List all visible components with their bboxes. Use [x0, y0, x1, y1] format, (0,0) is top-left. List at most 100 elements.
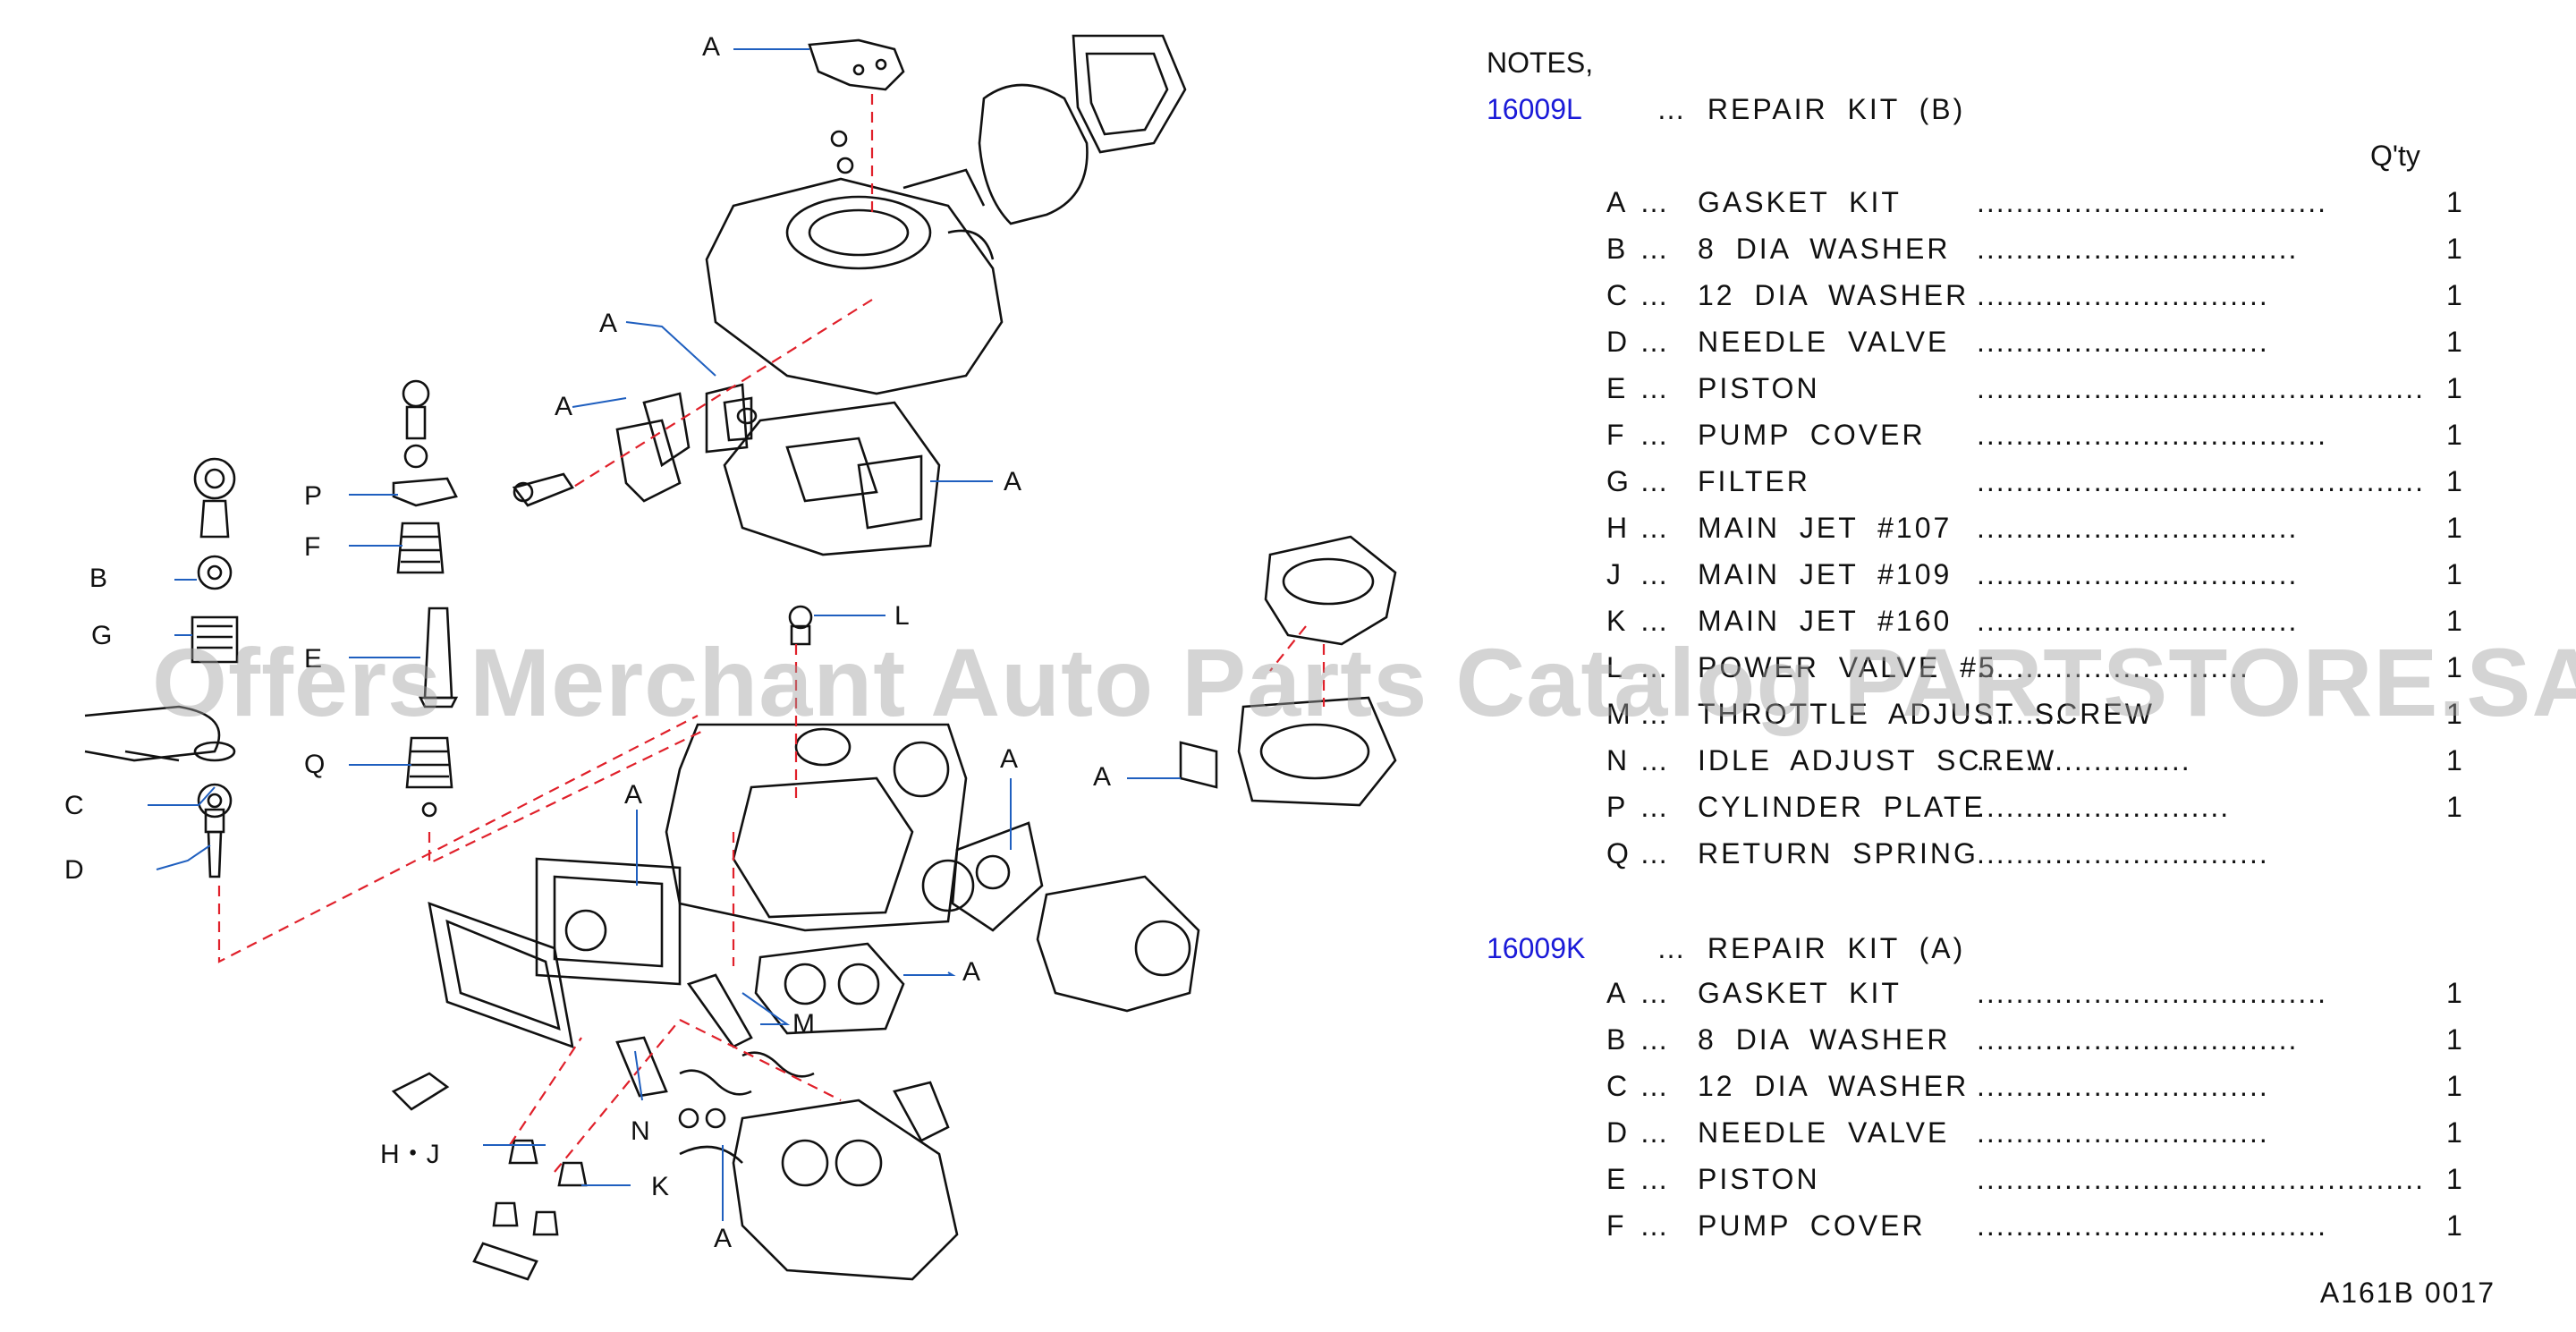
screw-shape	[512, 472, 574, 507]
list-item: E…PISTON................................…	[1476, 370, 2513, 406]
exploded-parts-diagram: A A A A A A A A A B C D E F G H・J K L M …	[64, 32, 1397, 1281]
item-letter: K	[1606, 605, 1626, 637]
list-item: B…8 DIA WASHER..........................…	[1476, 1022, 2513, 1057]
item-ellipsis: …	[1640, 837, 1668, 870]
kit-header-b: 16009L … REPAIR KIT (B)	[1487, 91, 2470, 127]
item-dots: .................................	[1977, 512, 2299, 544]
item-name: IDLE ADJUST SCREW	[1698, 744, 2057, 776]
item-name: 8 DIA WASHER	[1698, 1023, 1951, 1056]
list-item: D…NEEDLE VALVE..........................…	[1476, 1115, 2513, 1150]
side-gasket	[951, 821, 1044, 932]
item-ellipsis: …	[1640, 1023, 1668, 1056]
item-qty: 1	[2446, 419, 2462, 451]
item-name: FILTER	[1698, 465, 1810, 497]
item-name: MAIN JET #160	[1698, 605, 1953, 637]
item-ellipsis: …	[1640, 186, 1668, 218]
item-ellipsis: …	[1640, 1163, 1668, 1195]
spacer-gasket	[428, 902, 574, 1048]
idle-screw	[615, 1036, 668, 1098]
item-qty: 1	[2446, 651, 2462, 683]
label-a-center-gasket: A	[962, 957, 981, 987]
item-dots: ....................................	[1977, 186, 2328, 218]
accelerator-pump	[1036, 875, 1200, 1013]
item-qty: 1	[2446, 372, 2462, 404]
item-ellipsis: …	[1640, 698, 1668, 730]
throttle-screw	[686, 973, 753, 1048]
item-name: PUMP COVER	[1698, 419, 1926, 451]
item-letter: F	[1606, 1209, 1624, 1242]
item-name: THROTTLE ADJUST SCREW	[1698, 698, 2155, 730]
list-item: J…MAIN JET #109.........................…	[1476, 556, 2513, 592]
item-letter: E	[1606, 372, 1626, 404]
item-dots: ....................................	[1977, 977, 2328, 1009]
item-qty: 1	[2446, 1023, 2462, 1056]
item-letter: D	[1606, 1116, 1628, 1149]
item-letter: B	[1606, 233, 1626, 265]
item-ellipsis: …	[1640, 372, 1668, 404]
item-letter: C	[1606, 279, 1628, 311]
label-b: B	[89, 564, 108, 593]
list-item: M…THROTTLE ADJUST SCREW.........1	[1476, 696, 2513, 732]
needle-valve	[207, 830, 223, 878]
flange-gasket	[754, 942, 905, 1035]
label-e: E	[304, 644, 323, 674]
kit-title: … REPAIR KIT (A)	[1657, 932, 1966, 964]
item-name: 8 DIA WASHER	[1698, 233, 1951, 265]
item-letter: L	[1606, 651, 1623, 683]
item-dots: ..............................	[1977, 1070, 2269, 1102]
item-letter: J	[1606, 558, 1621, 590]
item-ellipsis: …	[1640, 558, 1668, 590]
item-letter: G	[1606, 465, 1629, 497]
item-ellipsis: …	[1640, 1070, 1668, 1102]
kit-code-link[interactable]: 16009K	[1487, 932, 1586, 964]
item-letter: M	[1606, 698, 1631, 730]
item-ellipsis: …	[1640, 279, 1668, 311]
item-qty: 1	[2446, 465, 2462, 497]
item-qty: 1	[2446, 279, 2462, 311]
item-ellipsis: …	[1640, 1116, 1668, 1149]
item-dots: ..............................	[1977, 837, 2269, 870]
item-ellipsis: …	[1640, 791, 1668, 823]
item-name: GASKET KIT	[1698, 186, 1902, 218]
item-letter: Q	[1606, 837, 1629, 870]
item-ellipsis: …	[1640, 605, 1668, 637]
carburetor-main-body	[665, 723, 968, 932]
item-dots: ......................	[1977, 744, 2191, 776]
label-a-diaphragm: A	[1000, 744, 1019, 774]
item-dots: ....................................	[1977, 419, 2328, 451]
label-k: K	[651, 1172, 670, 1201]
item-dots: ..........................	[1977, 791, 2231, 823]
item-qty: 1	[2446, 512, 2462, 544]
list-item: D…NEEDLE VALVE..........................…	[1476, 324, 2513, 360]
item-qty: 1	[2446, 558, 2462, 590]
notes-heading: NOTES,	[1487, 47, 1594, 79]
item-name: MAIN JET #109	[1698, 558, 1953, 590]
item-qty: 1	[2446, 1116, 2462, 1149]
label-c: C	[64, 791, 84, 820]
list-item: C…12 DIA WASHER.........................…	[1476, 277, 2513, 313]
diaphragm-housing	[1237, 696, 1397, 807]
item-qty: 1	[2446, 744, 2462, 776]
list-item: Q…RETURN SPRING.........................…	[1476, 836, 2513, 871]
list-item: A…GASKET KIT............................…	[1476, 184, 2513, 220]
label-a-center: A	[624, 780, 643, 810]
item-letter: D	[1606, 326, 1628, 358]
label-a-bottom: A	[714, 1224, 733, 1253]
kit-code-link[interactable]: 16009L	[1487, 93, 1582, 125]
label-a-right-gasket: A	[1004, 467, 1022, 496]
item-dots: ............................	[1977, 651, 2250, 683]
item-dots: .................................	[1977, 605, 2299, 637]
item-name: 12 DIA WASHER	[1698, 1070, 1970, 1102]
item-qty: 1	[2446, 326, 2462, 358]
list-item: E…PISTON................................…	[1476, 1161, 2513, 1197]
item-ellipsis: …	[1640, 465, 1668, 497]
item-ellipsis: …	[1640, 233, 1668, 265]
base-gasket-top	[723, 401, 941, 556]
item-qty: 1	[2446, 1070, 2462, 1102]
item-letter: E	[1606, 1163, 1626, 1195]
label-d: D	[64, 855, 84, 885]
list-item: H…MAIN JET #107.........................…	[1476, 510, 2513, 546]
throttle-body	[732, 1099, 959, 1281]
item-dots: ........................................…	[1977, 372, 2425, 404]
item-name: MAIN JET #107	[1698, 512, 1953, 544]
